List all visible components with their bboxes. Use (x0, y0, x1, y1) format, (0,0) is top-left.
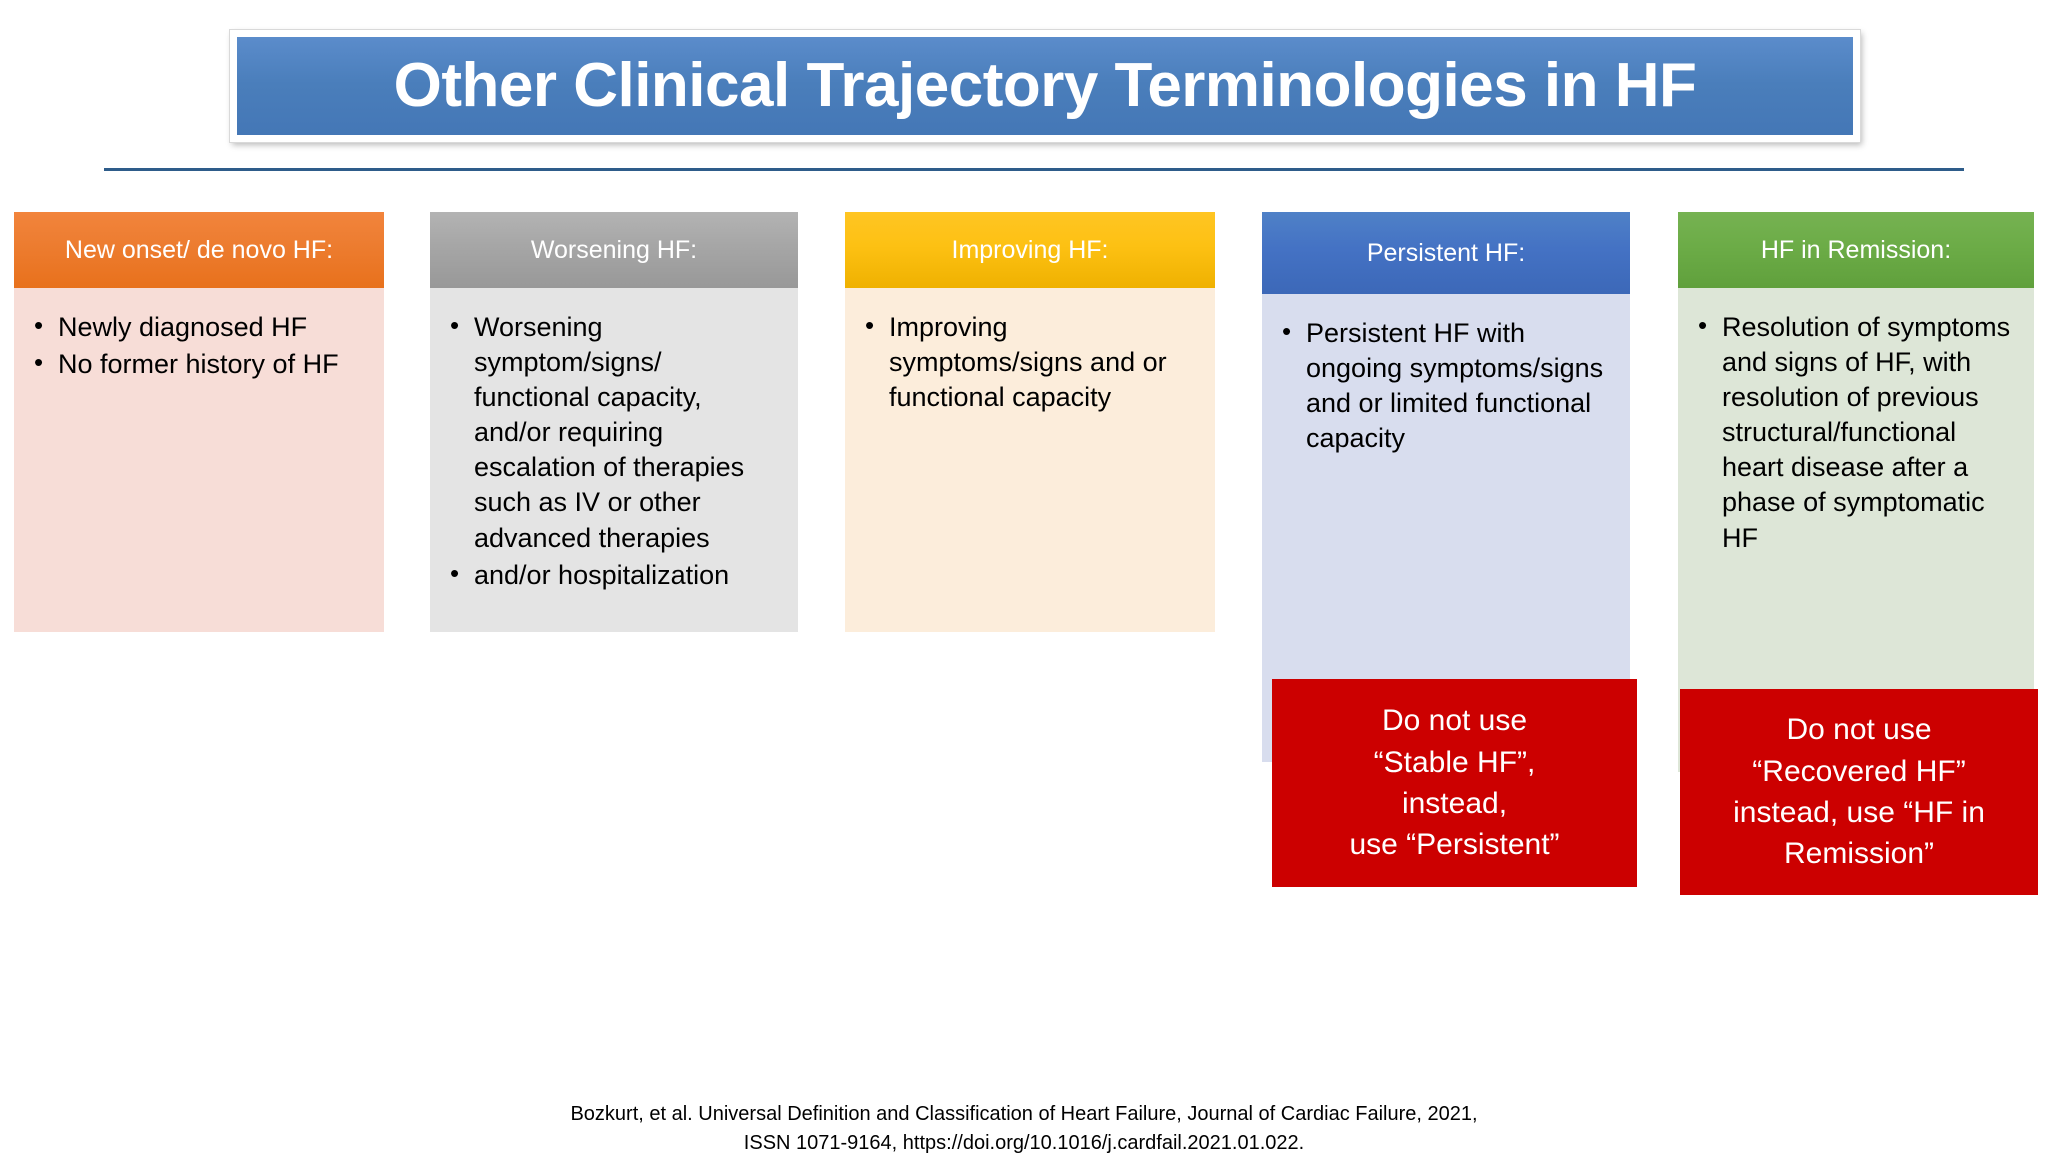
column-remission: HF in Remission: Resolution of symptoms … (1678, 212, 2034, 772)
column-body-worsening: Worsening symptom/signs/ functional capa… (430, 288, 798, 632)
warning-line: Do not use (1381, 704, 1528, 738)
citation: Bozkurt, et al. Universal Definition and… (0, 1100, 2048, 1158)
bullet-list: Persistent HF with ongoing symptoms/sign… (1278, 315, 1616, 456)
warning-box-remission: Do not use “Recovered HF” instead, use “… (1680, 689, 2038, 895)
column-body-improving: Improving symptoms/signs and or function… (845, 288, 1215, 632)
bullet-list: Resolution of symptoms and signs of HF, … (1694, 309, 2020, 556)
list-item: Newly diagnosed HF (30, 309, 370, 345)
list-item: Resolution of symptoms and signs of HF, … (1694, 309, 2020, 556)
warning-line: instead, (1401, 787, 1508, 820)
divider-rule (104, 168, 1964, 171)
list-item: and/or hospitalization (446, 557, 784, 593)
column-header-remission: HF in Remission: (1678, 212, 2034, 288)
column-improving: Improving HF: Improving symptoms/signs a… (845, 212, 1215, 632)
column-header-worsening: Worsening HF: (430, 212, 798, 288)
column-body-new-onset: Newly diagnosed HF No former history of … (14, 288, 384, 632)
warning-line: “Stable HF”, (1373, 745, 1536, 779)
warning-line: Do not use (1786, 713, 1932, 747)
list-item: Worsening symptom/signs/ functional capa… (446, 309, 784, 556)
column-header-improving: Improving HF: (845, 212, 1215, 288)
list-item: Persistent HF with ongoing symptoms/sign… (1278, 315, 1616, 456)
list-item: Improving symptoms/signs and or function… (861, 309, 1201, 415)
column-header-persistent: Persistent HF: (1262, 212, 1630, 294)
warning-box-persistent: Do not use “Stable HF”, instead, use “Pe… (1272, 679, 1637, 887)
warning-line: instead, use “HF in (1733, 796, 1985, 829)
column-header-new-onset: New onset/ de novo HF: (14, 212, 384, 288)
column-worsening: Worsening HF: Worsening symptom/signs/ f… (430, 212, 798, 632)
title-banner: Other Clinical Trajectory Terminologies … (237, 37, 1853, 135)
citation-line-2: ISSN 1071-9164, https://doi.org/10.1016/… (743, 1132, 1305, 1154)
bullet-list: Improving symptoms/signs and or function… (861, 309, 1201, 415)
citation-line-1: Bozkurt, et al. Universal Definition and… (570, 1103, 1478, 1125)
column-new-onset: New onset/ de novo HF: Newly diagnosed H… (14, 212, 384, 632)
warning-line: “Recovered HF” (1752, 754, 1966, 788)
warning-line: use “Persistent” (1349, 828, 1560, 862)
list-item: No former history of HF (30, 346, 370, 382)
title-frame: Other Clinical Trajectory Terminologies … (230, 30, 1860, 142)
bullet-list: Newly diagnosed HF No former history of … (30, 309, 370, 382)
bullet-list: Worsening symptom/signs/ functional capa… (446, 309, 784, 593)
page-title: Other Clinical Trajectory Terminologies … (393, 51, 1697, 120)
warning-line: Remission” (1783, 837, 1935, 871)
